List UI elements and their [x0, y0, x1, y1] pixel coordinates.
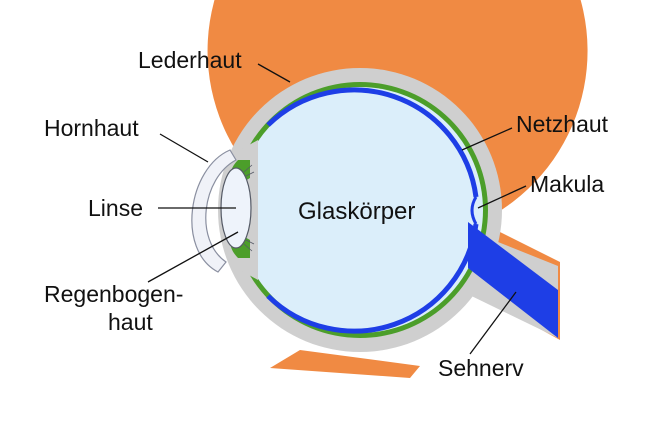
leader-hornhaut: [159, 133, 209, 163]
label-linse: Linse: [88, 195, 143, 221]
cornea: [191, 149, 237, 273]
label-hornhaut: Hornhaut: [44, 115, 139, 141]
vitreous-body: [237, 87, 483, 333]
zonule-fibers: [243, 164, 255, 252]
macula: [470, 196, 478, 225]
label-regenbogenhaut-line1: Regenbogen-: [44, 281, 183, 307]
label-glaskoerper: Glaskörper: [298, 198, 415, 225]
retina-lower: [266, 223, 479, 334]
leader-regenbogenhaut: [147, 231, 239, 283]
labels: Lederhaut Hornhaut Linse Regenbogen- hau…: [44, 47, 609, 381]
leader-lederhaut: [257, 63, 291, 83]
label-sehnerv: Sehnerv: [438, 355, 524, 381]
eye-muscle-bottom: [270, 350, 420, 378]
label-netzhaut: Netzhaut: [516, 111, 609, 137]
leader-makula: [477, 185, 527, 209]
retina: [266, 87, 479, 198]
label-lederhaut: Lederhaut: [138, 47, 242, 73]
optic-nerve: [468, 222, 558, 338]
label-makula: Makula: [530, 171, 604, 197]
leader-netzhaut: [461, 127, 513, 151]
label-regenbogenhaut-line2: haut: [108, 309, 153, 335]
leader-sehnerv: [469, 291, 517, 355]
leader-lines: [147, 63, 527, 355]
